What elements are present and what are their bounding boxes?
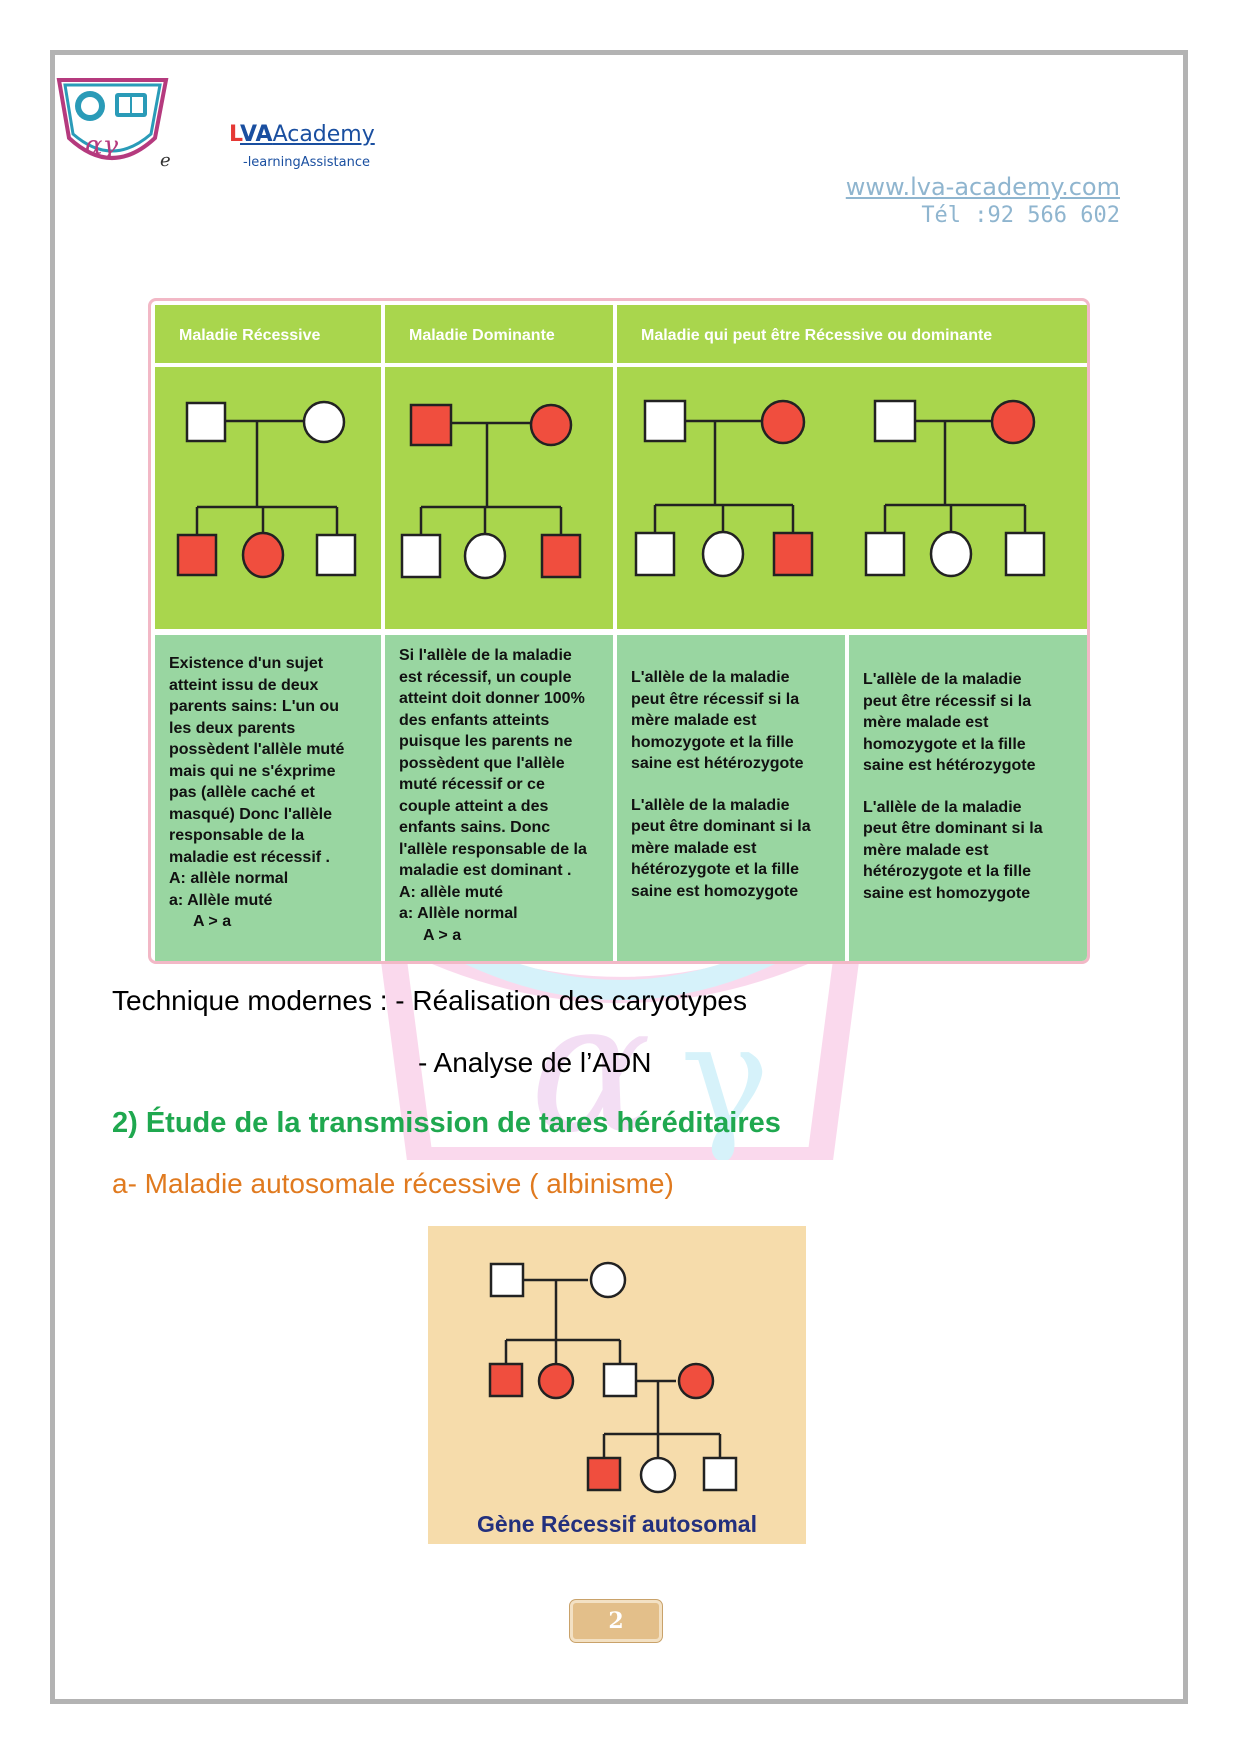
text-line: mère malade est	[631, 839, 757, 857]
svg-text:α: α	[530, 964, 652, 1160]
text-line: enfants sains. Donc	[399, 819, 551, 836]
text-line: A: allèle normal	[169, 870, 289, 887]
text-line: L'allèle de la maladie	[863, 671, 1022, 688]
text-line: muté récessif or ce	[399, 776, 545, 793]
text-line: masqué) Donc l'allèle	[169, 805, 332, 823]
text-either-2: L'allèle de la maladie peut être récessi…	[849, 635, 1087, 961]
brand-tagline: -learningAssistance	[243, 155, 370, 170]
text-line: a: Allèle muté	[169, 891, 273, 909]
text-line: mère malade est	[863, 714, 989, 731]
text-line: hétérozygote et la fille	[863, 863, 1032, 880]
text-dominant: Si l'allèle de la maladie est récessif, …	[385, 635, 613, 961]
text-line: Si l'allèle de la maladie	[399, 647, 572, 664]
inheritance-table-figure: Maladie Récessive Maladie Dominante Mala…	[148, 298, 1090, 964]
technique-line: Technique modernes : - Réalisation des c…	[112, 985, 748, 1016]
text-line: L'allèle de la maladie	[863, 798, 1022, 816]
pedigree-recessive-svg	[176, 400, 357, 579]
text-line: les deux parents	[169, 719, 296, 737]
page-border	[50, 50, 1188, 1704]
pedigree-caption: Gène Récessif autosomal	[477, 1511, 757, 1537]
text-line: saine est hétérozygote	[863, 757, 1036, 774]
text-line: homozygote et la fille	[631, 733, 794, 751]
phone-number: Tél :92 566 602	[921, 203, 1120, 228]
text-line: L'allèle de la maladie	[631, 796, 790, 814]
text-line: A > a	[193, 913, 232, 930]
pedigree-recessive-or-dominant	[617, 367, 1087, 629]
brand-va: VA	[240, 122, 273, 147]
text-line: l'allèle responsable de la	[399, 840, 587, 858]
text-line: L'allèle de la maladie	[631, 669, 790, 686]
pedigree-dominant	[385, 367, 613, 629]
text-line: a: Allèle normal	[399, 905, 518, 922]
brand-name[interactable]: LVAAcademy	[229, 122, 375, 147]
text-line: pas (allèle caché et	[169, 784, 315, 801]
text-line: responsable de la	[169, 827, 305, 844]
text-line: mais qui ne s'éxprime	[169, 762, 336, 780]
brand-academy: Academy	[272, 122, 375, 147]
text-line: A: allèle muté	[399, 883, 504, 901]
text-line: couple atteint a des	[399, 797, 549, 815]
text-line: A > a	[423, 926, 462, 944]
text-line: homozygote et la fille	[863, 735, 1026, 753]
text-either-1: L'allèle de la maladie peut être récessi…	[617, 635, 845, 961]
text-line: mère malade est	[631, 712, 757, 729]
header-recessive-or-dominant: Maladie qui peut être Récessive ou domin…	[617, 305, 1087, 363]
text-line: possèdent l'allèle muté	[169, 741, 345, 758]
text-line: peut être récessif si la	[863, 692, 1032, 710]
text-line: atteint doit donner 100%	[399, 690, 585, 707]
svg-text:γ: γ	[680, 992, 770, 1160]
website-link[interactable]: www.lva-academy.com	[845, 173, 1120, 201]
text-line: saine est homozygote	[863, 884, 1031, 902]
text-line: peut être récessif si la	[631, 690, 800, 708]
text-line: peut être dominant si la	[631, 818, 811, 835]
text-line: peut être dominant si la	[863, 820, 1043, 837]
subsection-heading: a- Maladie autosomale récessive ( albini…	[112, 1168, 674, 1199]
albinism-pedigree-figure: Gène Récessif autosomal	[428, 1226, 806, 1544]
text-line: saine est hétérozygote	[631, 755, 804, 772]
analyse-line: - Analyse de l’ADN	[418, 1047, 652, 1078]
text-line: saine est homozygote	[631, 882, 799, 900]
pedigree-recessive	[155, 367, 381, 629]
header-dominant: Maladie Dominante	[385, 305, 613, 363]
text-line: est récessif, un couple	[399, 668, 572, 686]
text-line: des enfants atteints	[399, 711, 550, 729]
pedigree-either-svg	[634, 399, 1046, 578]
text-line: atteint issu de deux	[169, 676, 319, 694]
brand-l: L	[229, 122, 240, 147]
text-line: mère malade est	[863, 841, 989, 859]
section-heading: 2) Étude de la transmission de tares hér…	[112, 1107, 781, 1139]
logo-text: αγ	[85, 131, 119, 161]
text-line: maladie est dominant .	[399, 862, 572, 879]
logo-e: e	[160, 150, 171, 171]
text-line: puisque les parents ne	[399, 733, 573, 750]
albinism-pedigree-svg	[488, 1261, 738, 1494]
text-line: parents sains: L'un ou	[169, 698, 340, 715]
text-line: hétérozygote et la fille	[631, 861, 800, 878]
lva-logo-icon: αγ	[56, 78, 169, 161]
pedigree-dominant-svg	[400, 403, 582, 580]
page-number: 2	[570, 1600, 662, 1642]
header-recessive: Maladie Récessive	[155, 305, 381, 363]
text-line: Existence d'un sujet	[169, 655, 324, 672]
text-line: maladie est récessif .	[169, 848, 330, 866]
text-line: possèdent que l'allèle	[399, 754, 565, 772]
text-recessive: Existence d'un sujet atteint issu de deu…	[155, 635, 381, 961]
